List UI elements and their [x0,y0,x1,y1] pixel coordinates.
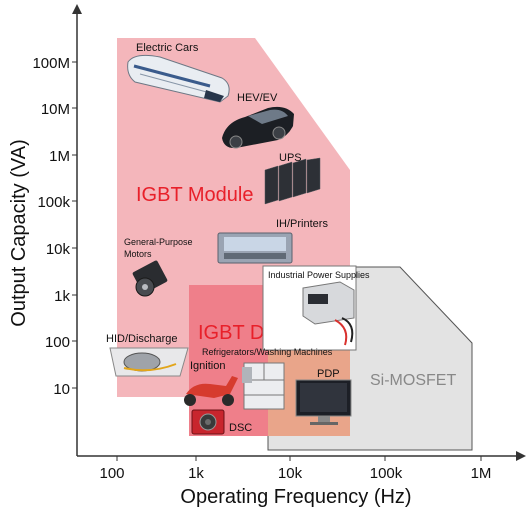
y-tick-label: 100M [32,55,70,72]
headlight-icon [109,347,189,377]
train-icon [127,54,230,103]
printer-icon [217,232,293,264]
scooter-icon [184,376,238,406]
y-tick-marks [72,61,77,389]
application-label: PDP [317,368,340,380]
application-label: DSC [229,422,252,434]
y-tick-label: 10k [46,241,71,258]
application-label: General-Purpose Motors [124,237,195,259]
refrigerator-icon [242,362,285,410]
y-tick-label: 1M [49,148,70,165]
y-axis-arrow [72,4,82,14]
y-tick-label: 100k [37,194,70,211]
x-axis-title: Operating Frequency (Hz) [180,486,411,508]
application-label: HEV/EV [237,92,278,104]
x-tick-label: 1M [471,465,492,482]
power-supply-icon [302,281,355,346]
car-icon [222,106,294,149]
igbt-module-label: IGBT Module [136,184,253,206]
y-tick-label: 1k [54,288,70,305]
x-tick-label: 100k [370,465,403,482]
application-label: IH/Printers [276,218,328,230]
x-axis-arrow [516,451,526,461]
server-rack-icon [264,157,321,205]
monitor-icon [295,379,352,425]
application-label: Electric Cars [136,42,199,54]
camera-icon [191,409,225,435]
application-label: Ignition [190,360,225,372]
application-label: HID/Discharge [106,333,178,345]
y-tick-label: 10 [53,381,70,398]
x-tick-marks [116,456,482,461]
y-tick-label: 10M [41,101,70,118]
x-tick-label: 10k [278,465,303,482]
x-tick-label: 100 [99,465,124,482]
application-label: Industrial Power Supplies [268,270,370,280]
y-tick-label: 100 [45,334,70,351]
application-label: Refrigerators/Washing Machines [202,347,333,357]
application-label: UPS [279,152,302,164]
motor-icon [132,260,168,297]
y-axis-title: Output Capacity (VA) [8,139,30,326]
si-mosfet-label: Si-MOSFET [370,372,456,389]
x-tick-label: 1k [188,465,204,482]
